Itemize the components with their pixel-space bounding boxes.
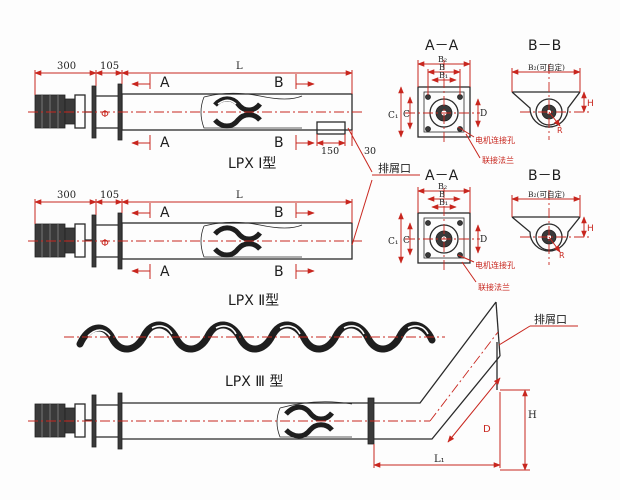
dim-h-type3: H	[528, 410, 537, 421]
section-bb-middle: B－B B₂(可自定) H R	[511, 168, 594, 265]
dim-b2-aa-top: B₂	[438, 55, 447, 64]
lpx-type1-view: 300 105 L Φ A A B B 150 30 LPX Ⅰ型	[28, 61, 376, 172]
dim-b-aa-middle: B	[439, 190, 445, 199]
section-aa-middle: A－A B₂ B B₁ C₁ C D 电机连接孔 联接法兰	[388, 168, 515, 292]
inclined-tube-type3	[374, 301, 497, 404]
model-label-type2: LPX Ⅱ型	[228, 293, 279, 309]
dim-b1-aa-middle: B₁	[439, 198, 448, 207]
dim-h-bb-middle: H	[587, 224, 594, 234]
flange-label-top: 联接法兰	[482, 155, 514, 165]
discharge-label-type3: 排屑口	[534, 312, 567, 326]
motor-type2	[34, 223, 92, 258]
spiral-flight	[64, 321, 445, 353]
dim-phi-type1: Φ	[101, 109, 109, 120]
screw-flight-type1	[213, 96, 262, 129]
section-aa-top: A－A B₂ B B₁ C₁ C D 电机连接孔 联接法兰	[388, 38, 515, 165]
dim-d-aa-middle: D	[480, 235, 487, 245]
dim-h-bb-top: H	[587, 99, 594, 109]
section-mark-a-top-type2: A	[160, 205, 170, 221]
section-aa-title-middle: A－A	[425, 168, 459, 184]
section-aa-title-top: A－A	[425, 38, 459, 54]
dim-c1-aa-top: C₁	[388, 111, 399, 121]
dim-30: 30	[364, 146, 376, 157]
section-bb-title-top: B－B	[528, 38, 561, 54]
dim-b2-opt-top: B₂(可自定)	[528, 62, 565, 72]
lpx-type2-view: 300 105 L Φ A A B B LPX Ⅱ型	[28, 190, 362, 309]
dim-l1-type3: L₁	[434, 454, 445, 465]
screw-flight-type2	[213, 225, 262, 258]
model-label-type1: LPX Ⅰ型	[228, 156, 276, 172]
dim-d-aa-top: D	[480, 109, 487, 119]
discharge-label-top: 排屑口	[378, 161, 411, 175]
section-bb-title-middle: B－B	[528, 168, 561, 184]
dim-c1-aa-middle: C₁	[388, 237, 399, 247]
section-mark-a-bottom-type2: A	[160, 264, 170, 280]
motor-type1	[34, 94, 92, 129]
screw-flight-type3	[284, 404, 334, 439]
dim-b1-aa-top: B₁	[439, 71, 448, 80]
section-mark-b-top-type1: B	[274, 75, 284, 91]
motor-holes-label-middle: 电机连接孔	[475, 260, 515, 270]
section-mark-b-bottom-type1: B	[274, 135, 284, 151]
cutaway-edge-type1	[203, 92, 303, 100]
dim-c-aa-top: C	[403, 110, 410, 120]
dim-b2-opt-middle: B₂(可自定)	[528, 189, 565, 199]
section-bb-top: B－B B₂(可自定) H R	[511, 38, 594, 140]
dim-105-type1: 105	[100, 61, 119, 72]
dim-c-aa-middle: C	[403, 236, 410, 246]
dim-d-type3: D	[483, 424, 491, 435]
dim-phi-type2: Φ	[101, 238, 109, 249]
section-mark-b-bottom-type2: B	[274, 264, 284, 280]
motor-holes-label-top: 电机连接孔	[475, 135, 515, 145]
section-mark-b-top-type2: B	[274, 205, 284, 221]
dim-300-type2: 300	[57, 190, 76, 201]
flange-label-middle: 联接法兰	[478, 282, 510, 292]
dim-l-type1: L	[236, 61, 243, 72]
dim-150: 150	[321, 146, 339, 157]
motor-type3	[34, 403, 92, 438]
section-mark-a-top-type1: A	[160, 75, 170, 91]
discharge-callout: 排屑口	[347, 127, 420, 246]
discharge-port-type1	[316, 121, 346, 135]
dim-r-bb-middle: R	[559, 251, 565, 260]
dim-300-type1: 300	[57, 61, 76, 72]
dim-b2-aa-middle: B₂	[438, 182, 447, 191]
lpx-type3-view: LPX Ⅲ 型	[28, 301, 578, 471]
section-mark-a-bottom-type1: A	[160, 135, 170, 151]
dim-b-aa-top: B	[439, 63, 445, 72]
dim-105-type2: 105	[100, 190, 119, 201]
model-label-type3: LPX Ⅲ 型	[225, 374, 283, 390]
cutaway-edge-type2	[203, 221, 303, 229]
dim-r-bb-top: R	[557, 126, 563, 135]
dim-l-type2: L	[236, 190, 243, 201]
